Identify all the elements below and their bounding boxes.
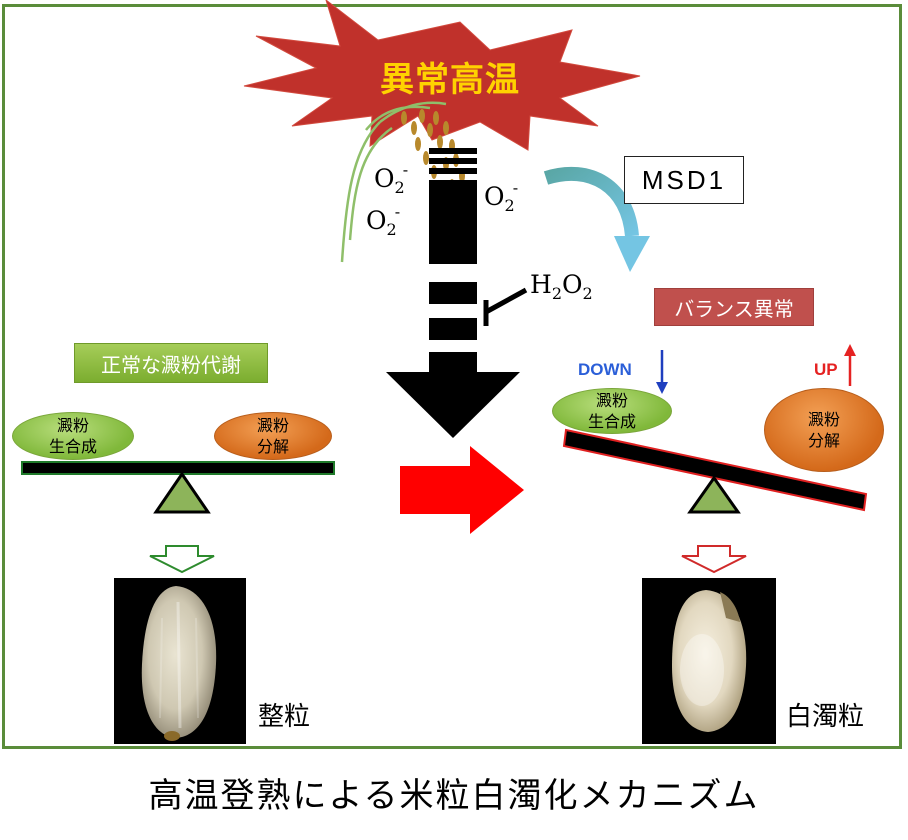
abnormal-degradation-ellipse: 澱粉 分解 [764, 388, 884, 472]
msd1-enzyme-box: MSD1 [624, 156, 744, 204]
normal-metabolism-label: 正常な澱粉代謝 [74, 343, 268, 383]
superoxide-label-1: O2- [374, 160, 409, 197]
down-label: DOWN [578, 360, 632, 379]
chalky-grain-label: 白濁粒 [786, 702, 865, 732]
normal-grain-photo [114, 578, 246, 744]
up-label: UP [814, 360, 838, 379]
chalky-grain-photo [642, 578, 776, 744]
high-temperature-banner: 異常高温 [380, 60, 520, 100]
figure-caption: 高温登熟による米粒白濁化メカニズム [148, 776, 760, 816]
diagram-frame [2, 4, 902, 749]
superoxide-label-3: O2- [484, 178, 519, 215]
normal-grain-label: 整粒 [258, 702, 311, 732]
abnormal-synthesis-ellipse: 澱粉 生合成 [552, 388, 672, 434]
superoxide-label-2: O2- [366, 202, 401, 239]
normal-synthesis-ellipse: 澱粉 生合成 [12, 412, 134, 460]
hydrogen-peroxide-label: H2O2 [530, 270, 593, 303]
normal-degradation-ellipse: 澱粉 分解 [214, 412, 332, 460]
balance-abnormal-label: バランス異常 [654, 288, 814, 326]
